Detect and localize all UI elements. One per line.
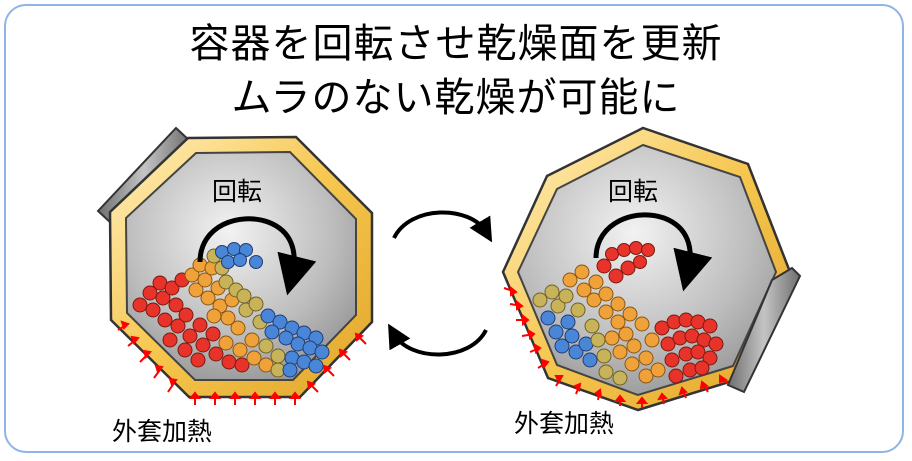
heat-arrow-icon xyxy=(117,320,367,405)
right-rotation-label: 回転 xyxy=(608,177,658,206)
left-particle-bed xyxy=(132,242,330,378)
rotation-arrow-icon xyxy=(197,216,317,296)
right-lid xyxy=(726,266,802,394)
left-particles-hot xyxy=(132,272,250,373)
left-heating-label: 外套加熱 xyxy=(112,417,213,446)
title-line-1: 容器を回転させ乾燥面を更新 xyxy=(189,21,723,67)
right-particles-mid xyxy=(532,284,628,386)
cycle-arrow-icon xyxy=(388,210,493,357)
heat-arrow-icon xyxy=(503,285,729,408)
title-line-2: ムラのない乾燥が可能に xyxy=(231,75,681,121)
right-particle-bed xyxy=(532,241,724,386)
right-heating-label: 外套加熱 xyxy=(514,409,615,438)
right-particles-warm xyxy=(562,264,666,384)
rotation-arrow-icon xyxy=(593,212,713,292)
left-vessel: 回転 xyxy=(96,126,374,405)
left-rotation-label: 回転 xyxy=(212,177,262,206)
right-vessel: 回転 xyxy=(501,126,802,412)
right-particles-cool xyxy=(540,310,598,368)
right-particles-hot xyxy=(596,241,724,384)
left-particles-cool xyxy=(215,242,330,378)
